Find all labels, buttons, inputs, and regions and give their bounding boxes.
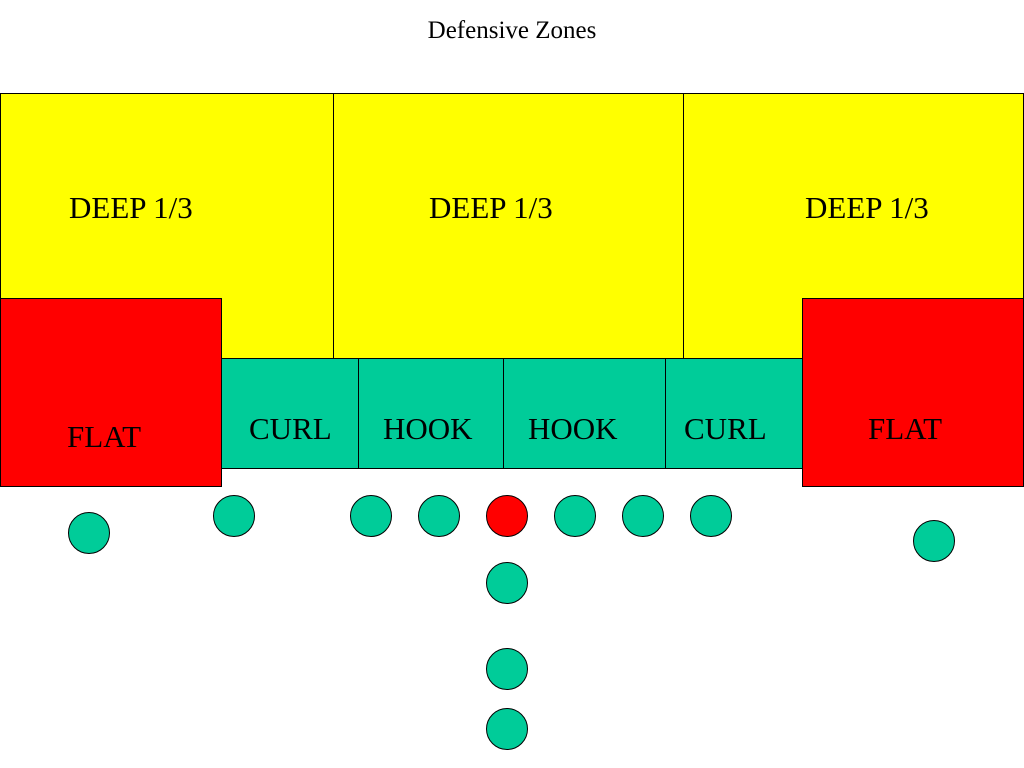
player-center [486,495,528,537]
player-guard-left [418,495,460,537]
player-slot-left [213,495,255,537]
player-tackle-left [350,495,392,537]
zone-curl-right [665,358,803,469]
player-tight-end-right [690,495,732,537]
label-deep-right: DEEP 1/3 [805,190,929,225]
label-flat-right: FLAT [868,411,943,446]
zone-curl-left [221,358,359,469]
label-hook-right: HOOK [528,411,618,446]
label-deep-middle: DEEP 1/3 [429,190,553,225]
player-fullback [486,648,528,690]
zone-hook-left [358,358,504,469]
label-flat-left: FLAT [67,419,142,454]
label-curl-left: CURL [249,411,332,446]
player-guard-right [554,495,596,537]
label-deep-left: DEEP 1/3 [69,190,193,225]
player-tailback [486,708,528,750]
diagram-title: Defensive Zones [427,17,597,44]
player-quarterback [486,562,528,604]
label-hook-left: HOOK [383,411,473,446]
zone-flat-left [0,298,222,487]
player-tackle-right [622,495,664,537]
label-curl-right: CURL [684,411,767,446]
player-wide-receiver-right [913,520,955,562]
zone-hook-right [503,358,666,469]
zone-deep-middle [333,93,684,359]
zone-flat-right [802,298,1024,487]
player-wide-receiver-left [68,512,110,554]
